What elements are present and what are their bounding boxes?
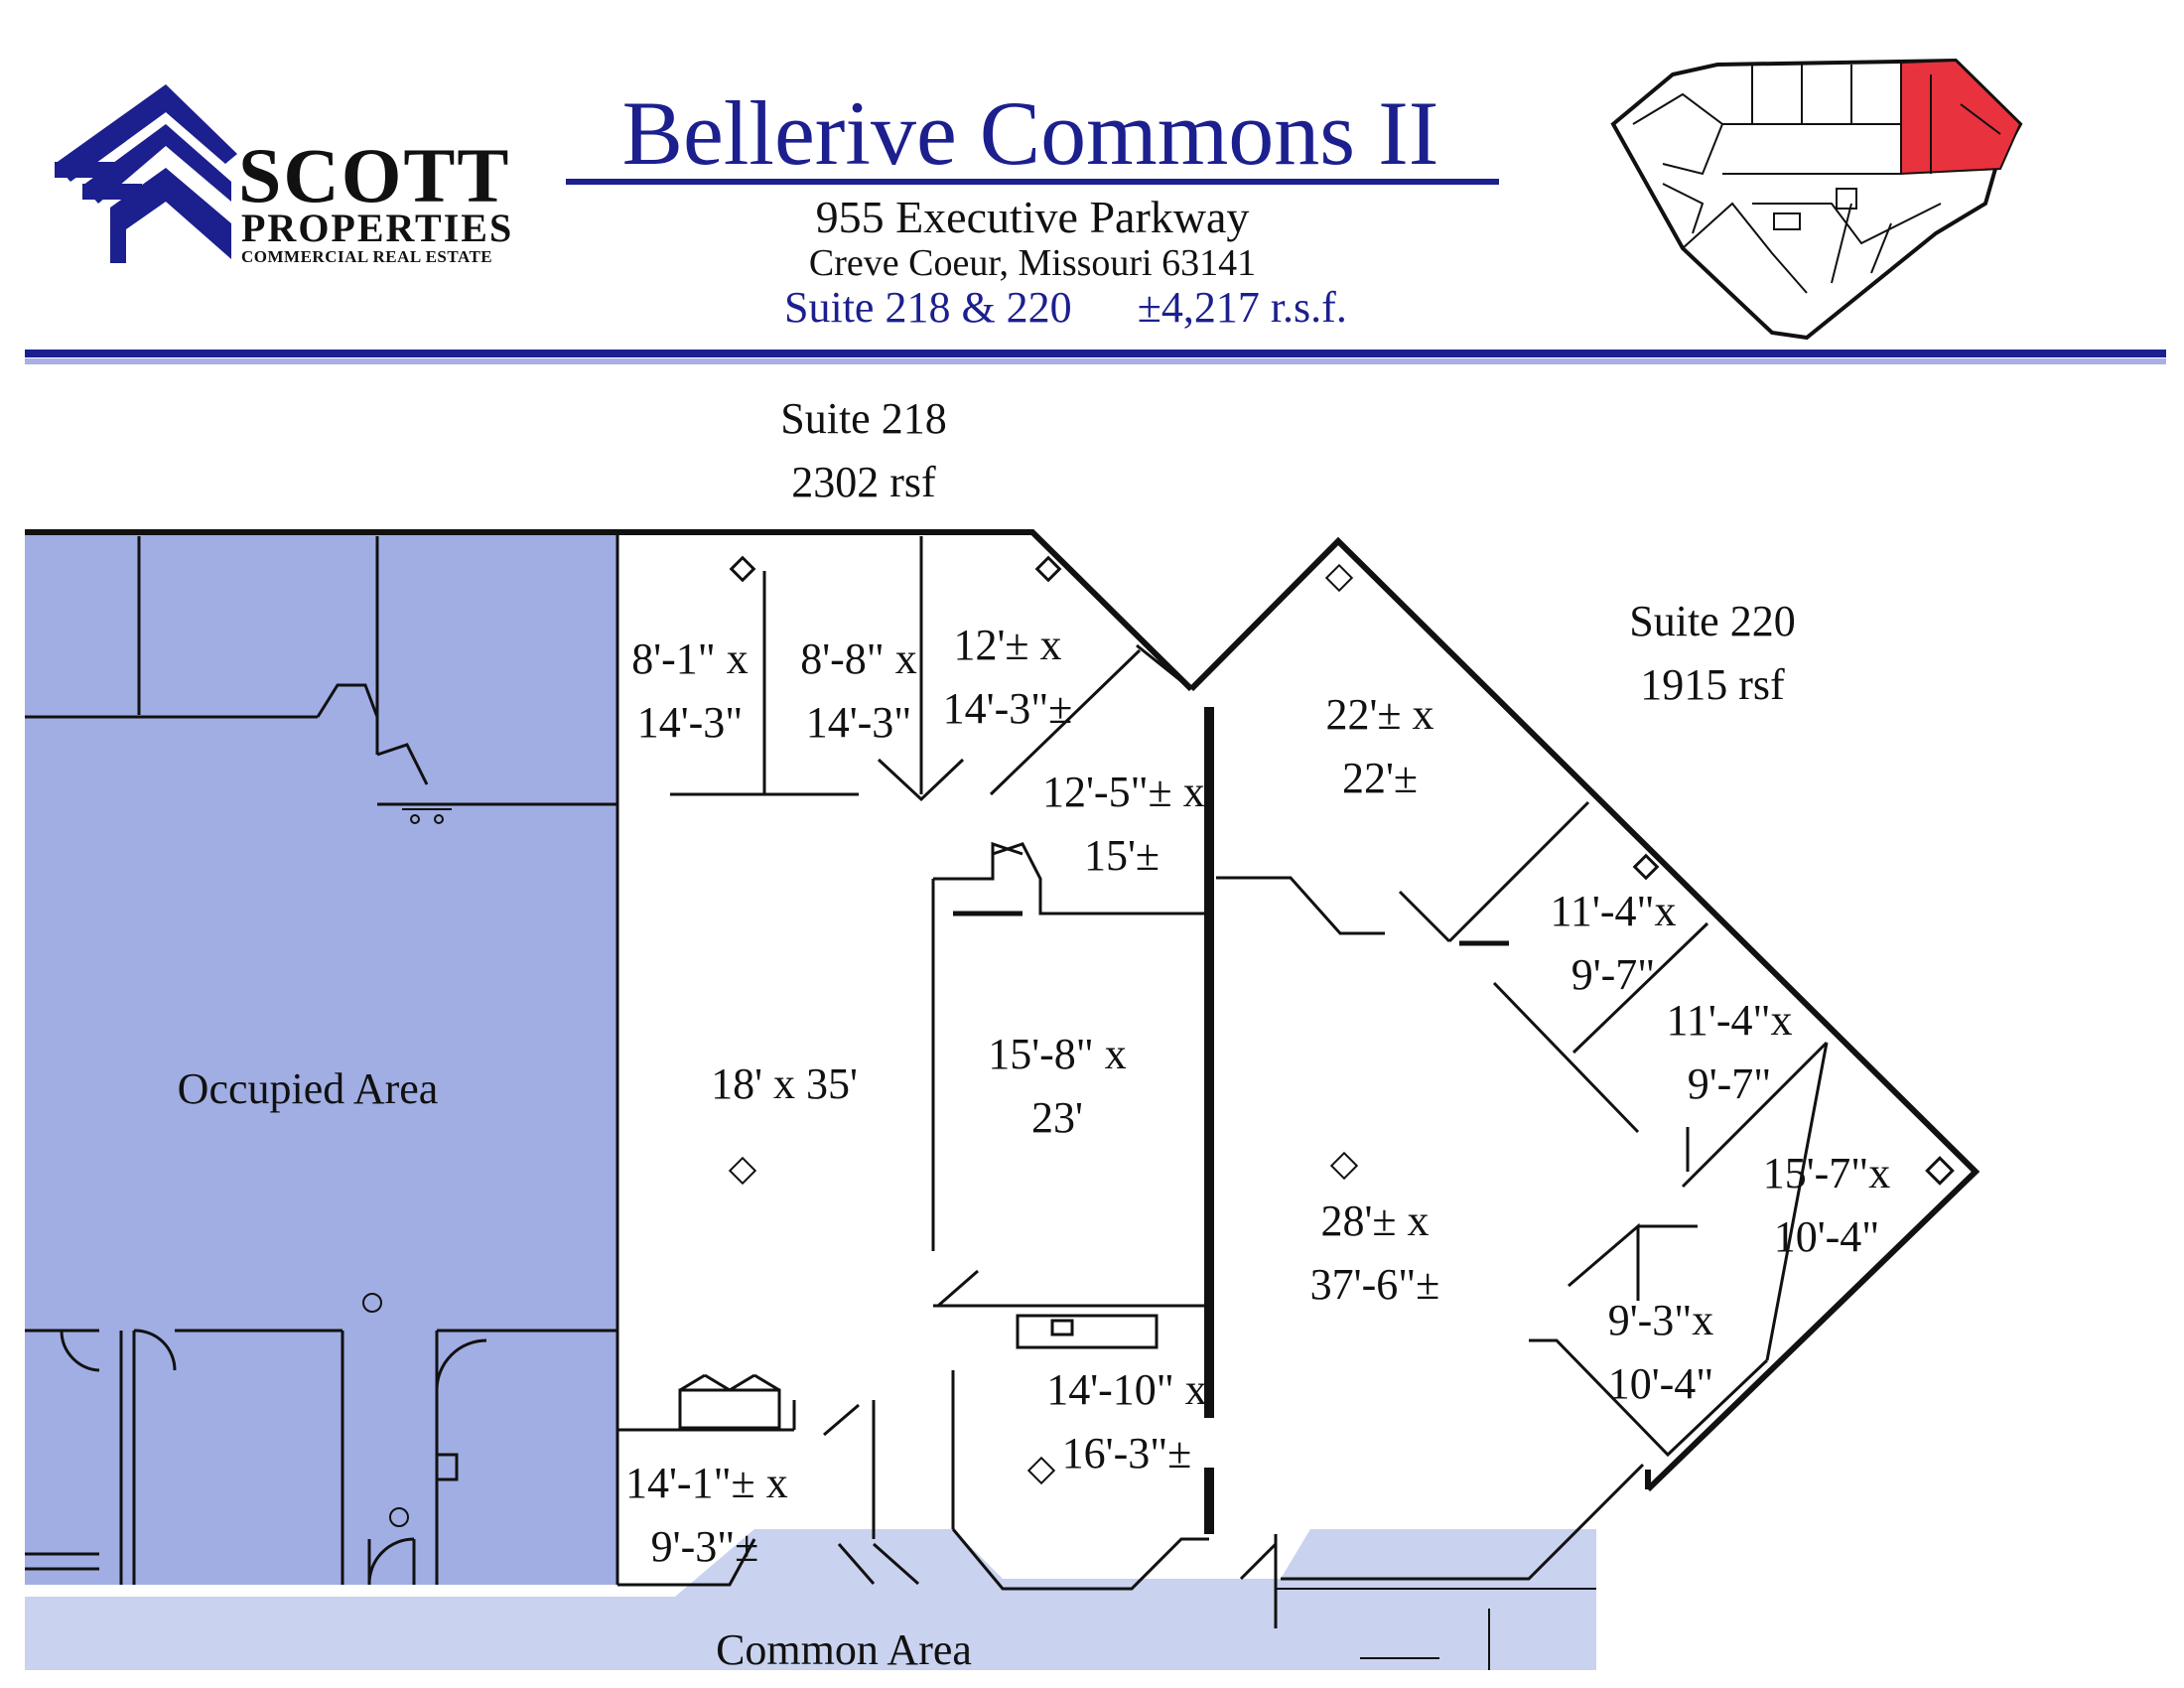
header-rule-light (25, 358, 2166, 364)
room-dims-9: 22'± x 22'± (1325, 690, 1434, 802)
logo-tagline: COMMERCIAL REAL ESTATE (241, 247, 493, 266)
logo-wordmark: SCOTT (238, 132, 511, 218)
room-dims-12: 15'-7"x 10'-4" (1762, 1149, 1891, 1261)
header: SCOTT PROPERTIES COMMERCIAL REAL ESTATE … (0, 0, 2184, 367)
scott-logo-icon (55, 84, 237, 263)
room-dims-3: 12'± x 14'-3"± (942, 621, 1073, 733)
room-dims-6: 15'-8" x 23' (988, 1030, 1127, 1142)
key-plan-thumbnail (1610, 58, 2023, 341)
room-dims-14: 9'-3"x 10'-4" (1607, 1296, 1714, 1408)
room-dims-11: 11'-4"x 9'-7" (1666, 996, 1793, 1108)
room-dims-5: 18' x 35' (711, 1059, 858, 1108)
suite-218-label: Suite 218 2302 rsf (754, 387, 973, 514)
room-dims-7: 14'-10" x 16'-3"± (1046, 1365, 1207, 1477)
suite-218-area: 2302 rsf (791, 457, 936, 506)
floor-plan (25, 529, 1980, 1670)
suite-220-name: Suite 220 (1629, 597, 1796, 645)
suites-label: Suite 218 & 220 (784, 283, 1072, 332)
room-dims-8: 14'-1"± x 9'-3"± (625, 1459, 788, 1571)
title-underline (566, 179, 1499, 185)
common-area-fill (25, 1529, 1596, 1670)
occupied-area-label: Occupied Area (177, 1064, 439, 1113)
page-title: Bellerive Commons II (621, 82, 1439, 184)
room-dims-10: 11'-4"x 9'-7" (1550, 887, 1677, 999)
suites-summary: Suite 218 & 220 ±4,217 r.s.f. (784, 286, 1347, 330)
header-rule (25, 350, 2166, 357)
room-dims-13: 28'± x 37'-6"± (1309, 1196, 1440, 1309)
room-dims-4: 12'-5"± x 15'± (1042, 768, 1205, 880)
address-line-1: 955 Executive Parkway (815, 192, 1250, 242)
address-line-2: Creve Coeur, Missouri 63141 (808, 242, 1257, 284)
suite-220-area: 1915 rsf (1640, 659, 1785, 709)
area-total: ±4,217 r.s.f. (1137, 283, 1347, 332)
logo-subtitle: PROPERTIES (241, 206, 514, 250)
suite-220-label: Suite 220 1915 rsf (1603, 590, 1822, 717)
common-area-label: Common Area (716, 1625, 972, 1674)
suite-218-name: Suite 218 (780, 394, 947, 443)
occupied-area-fill (25, 532, 617, 1585)
room-dims-2: 8'-8" x 14'-3" (800, 634, 917, 747)
key-plan-highlight (1900, 59, 2022, 176)
room-dims-1: 8'-1" x 14'-3" (631, 634, 749, 747)
